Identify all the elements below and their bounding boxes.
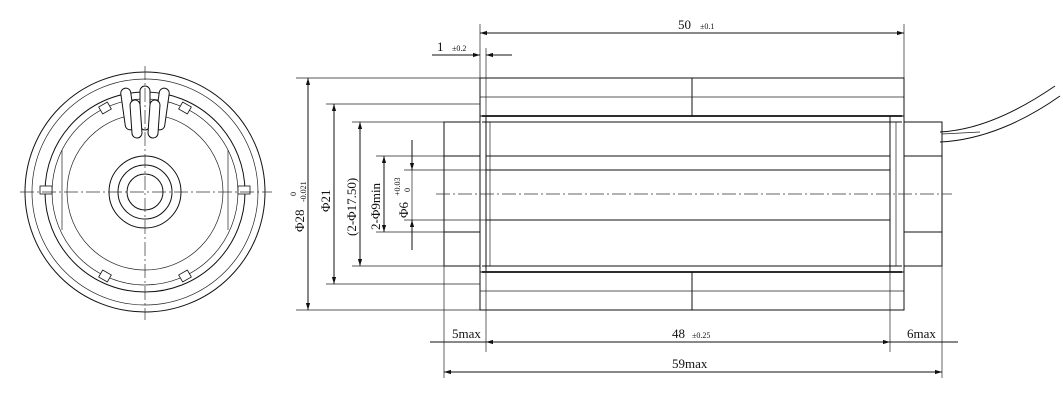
dim-50-tol: ±0.1: [700, 22, 714, 31]
dim-phi9min: 2-Φ9min: [368, 182, 383, 230]
dim-1-tol: ±0.2: [452, 44, 466, 53]
dim-phi28-tol-upper: 0: [289, 192, 298, 196]
rotor-upper-band: [485, 155, 891, 171]
dim-1: 1: [437, 39, 444, 54]
right-bearing-top: [903, 121, 943, 157]
dim-50: 50: [678, 17, 691, 32]
dim-48: 48: [672, 326, 685, 341]
dim-48-tol: ±0.25: [692, 331, 710, 340]
rotor-lower-block: [485, 219, 891, 267]
left-bearing-bottom: [443, 231, 481, 267]
cable-upper: [939, 85, 1056, 133]
lead-wires: [120, 85, 170, 139]
dim-phi6: Φ6: [396, 201, 411, 218]
right-bearing-bottom: [903, 231, 943, 267]
section-view: [436, 77, 1061, 311]
left-bearing-top: [443, 121, 481, 157]
dimension-labels: 50 ±0.1 1 ±0.2 48 ±0.25 5max 6max 59max …: [289, 17, 936, 371]
cable-lower: [939, 95, 1061, 143]
brush-segments: [39, 101, 251, 283]
dim-phi6-tol-lower: 0: [403, 188, 412, 192]
dim-phi6-tol-upper: +0.03: [393, 177, 402, 196]
dim-6max: 6max: [907, 326, 936, 341]
dim-phi28: Φ28: [292, 209, 307, 232]
dim-phi17-50: (2-Φ17.50): [344, 178, 359, 236]
dim-5max: 5max: [452, 326, 481, 341]
dim-phi28-tol-lower: -0.021: [299, 181, 308, 202]
dim-phi21: Φ21: [318, 189, 333, 212]
dim-59max: 59max: [672, 356, 708, 371]
dimension-lines: [296, 24, 958, 378]
end-view: [20, 66, 272, 320]
